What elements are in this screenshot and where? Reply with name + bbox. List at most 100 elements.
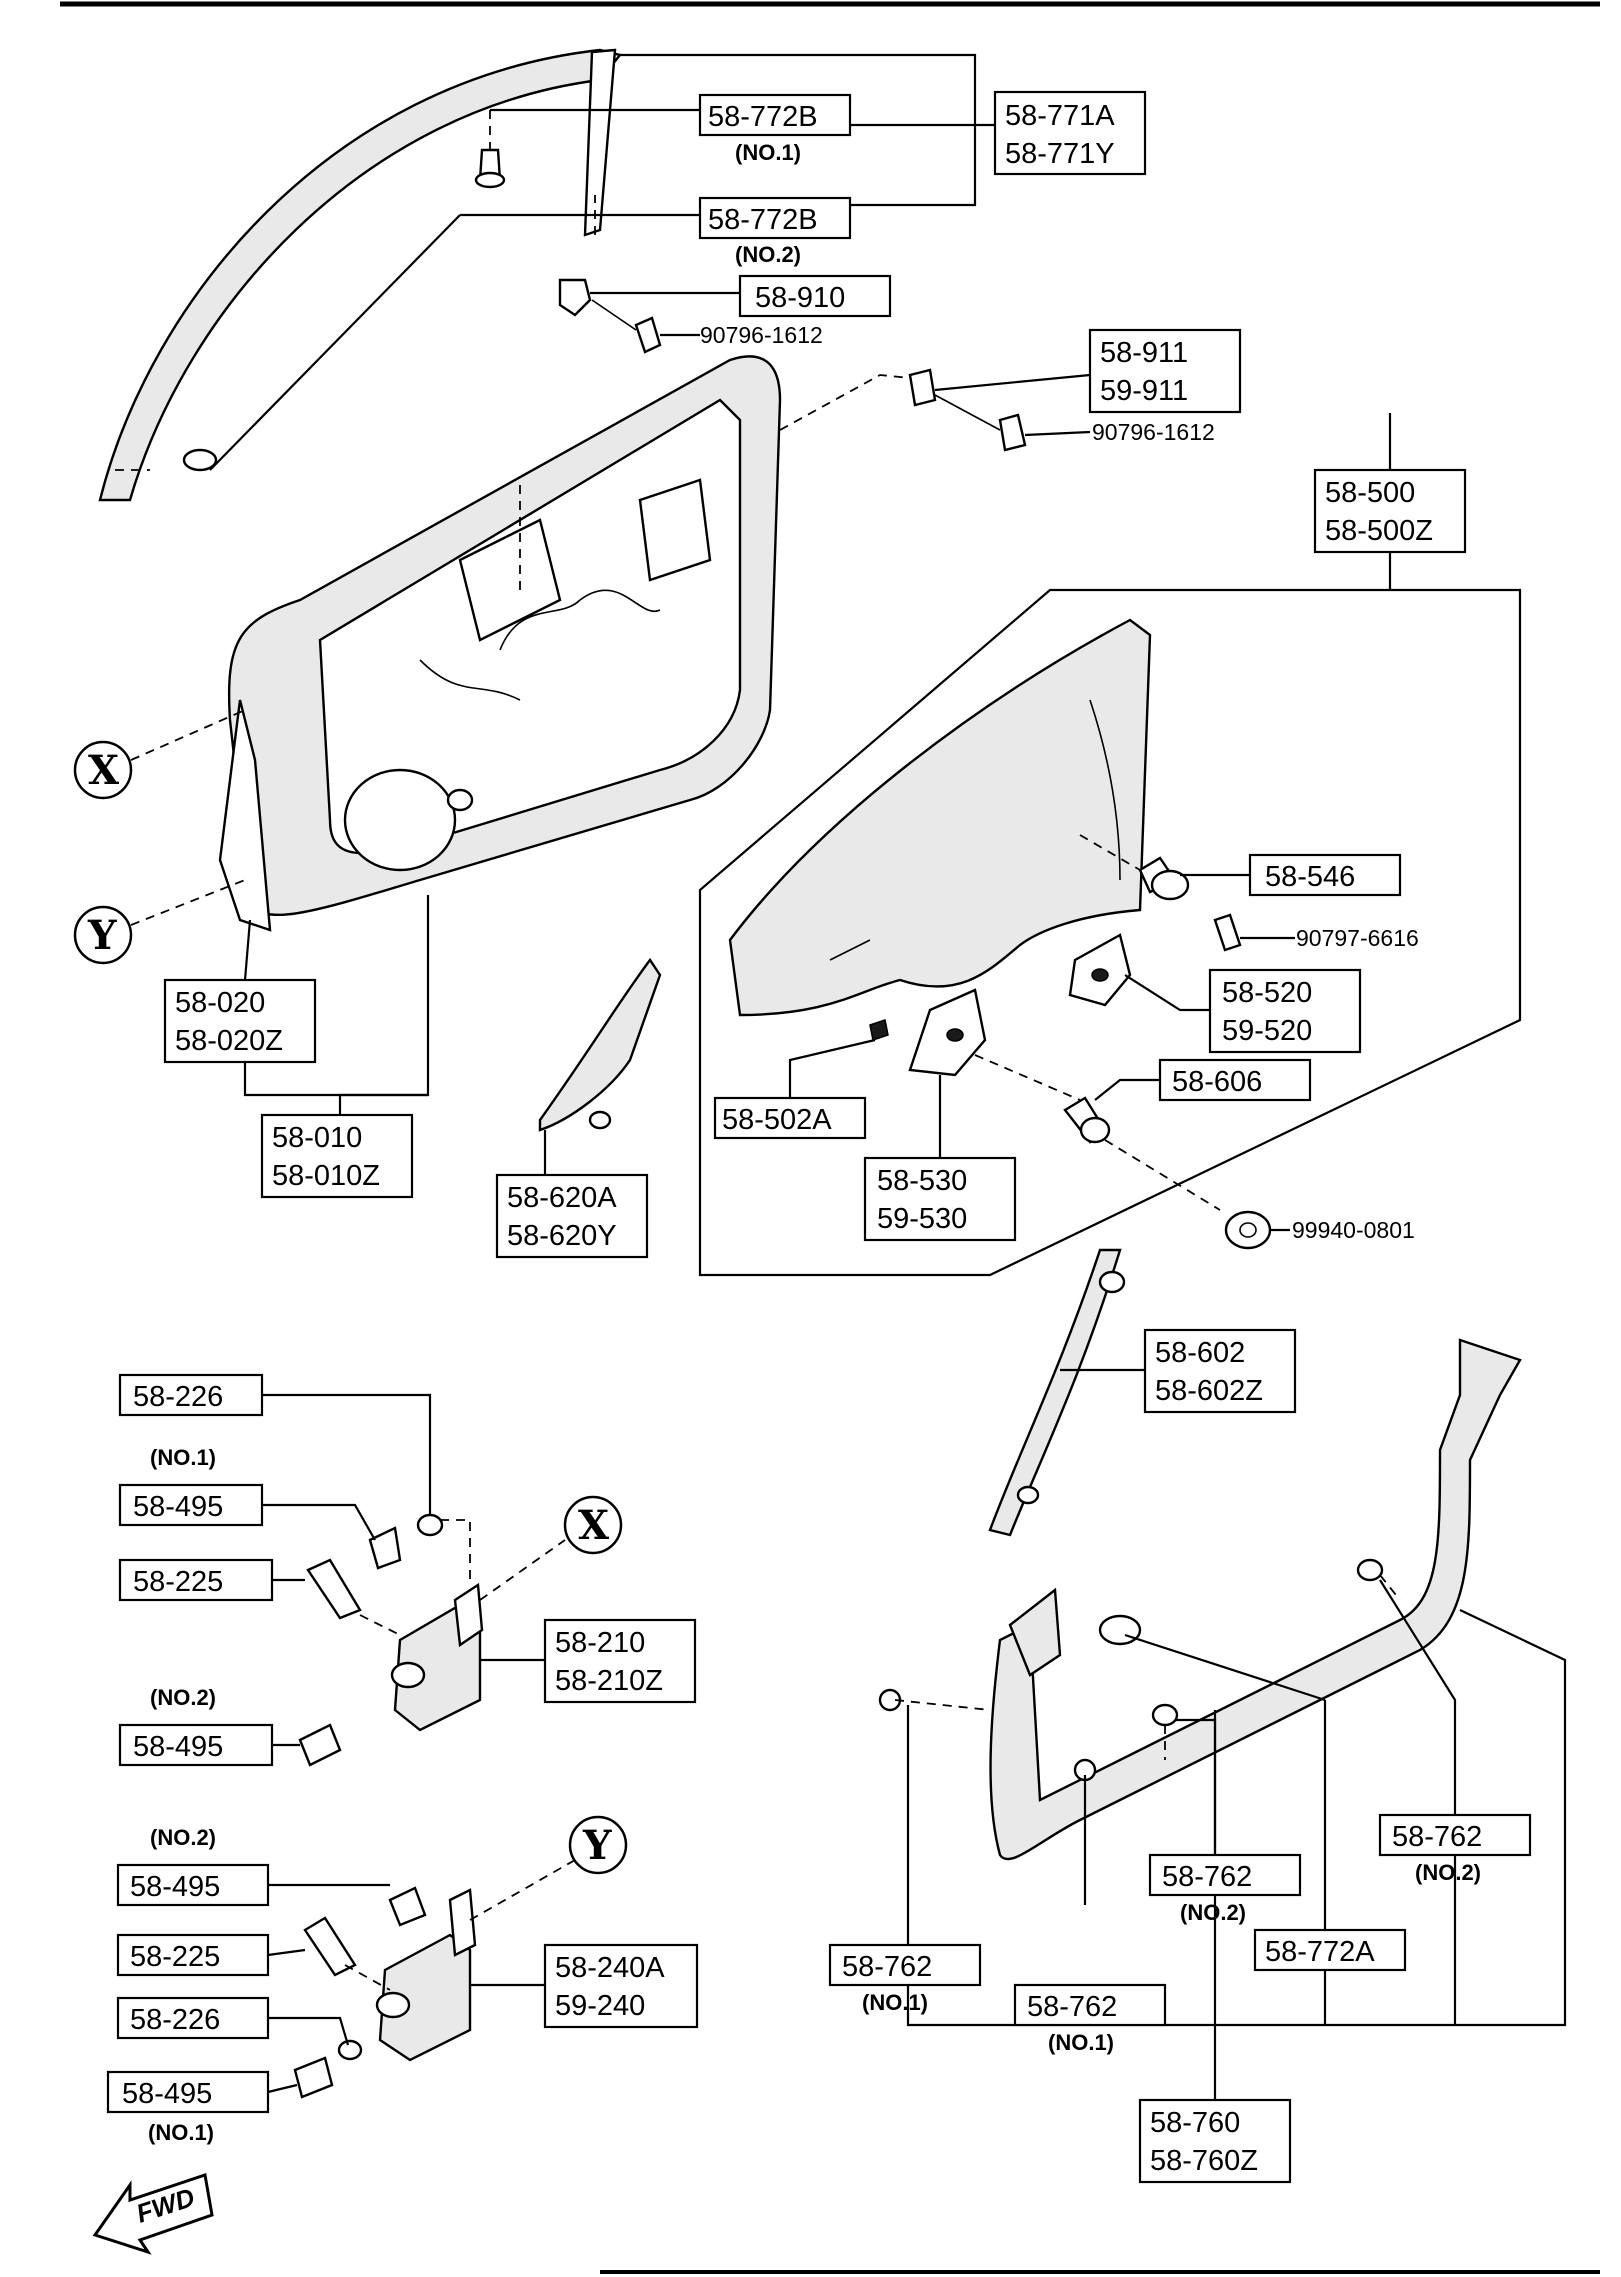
hinge-bolts-y xyxy=(293,1886,427,2099)
label-58-772b-no1: 58-772B xyxy=(708,101,818,133)
label-58-226-b: 58-226 xyxy=(130,2004,220,2036)
clip-772b-no1 xyxy=(474,148,506,189)
clamp-58-520 xyxy=(1068,933,1132,1007)
label-box-58-606 xyxy=(1158,1058,1312,1102)
fwd-arrow-icon: FWD xyxy=(92,2173,214,2255)
svg-text:Y: Y xyxy=(87,912,117,959)
label-58-910: 58-910 xyxy=(755,282,845,314)
label-58-225-b: 58-225 xyxy=(130,1941,220,1973)
label-58-520: 58-520 xyxy=(1222,977,1312,1009)
label-90796-1612-a: 90796-1612 xyxy=(700,322,823,348)
label-58-606: 58-606 xyxy=(1172,1066,1262,1098)
hinge-bolts-x xyxy=(298,1513,444,1767)
stopper-58-546 xyxy=(1138,856,1242,952)
note-58-762-c: (NO.1) xyxy=(862,1990,928,2015)
label-58-620y: 58-620Y xyxy=(507,1220,617,1252)
label-box-58-620 xyxy=(495,1173,649,1259)
label-box-58-210 xyxy=(543,1618,697,1704)
label-58-762-a: 58-762 xyxy=(1392,1821,1482,1853)
label-59-520: 59-520 xyxy=(1222,1015,1312,1047)
label-box-58-500 xyxy=(1313,468,1467,554)
label-box-58-495-b xyxy=(118,1723,274,1767)
label-box-58-760 xyxy=(1138,2098,1292,2184)
clamp-58-530 xyxy=(908,988,987,1077)
label-58-010z: 58-010Z xyxy=(272,1160,380,1192)
label-box-58-225-b xyxy=(116,1933,270,1977)
note-58-762-d: (NO.1) xyxy=(1048,2030,1114,2055)
label-box-58-226-a xyxy=(118,1373,264,1417)
note-58-762-b: (NO.2) xyxy=(1180,1900,1246,1925)
label-58-620a: 58-620A xyxy=(507,1182,617,1214)
door-glass xyxy=(728,618,1152,1017)
label-box-58-240 xyxy=(543,1943,699,2029)
label-box-58-772b-no1 xyxy=(698,93,852,137)
label-90796-1612-b: 90796-1612 xyxy=(1092,419,1215,445)
note-58-772b-no2: (NO.2) xyxy=(735,242,801,267)
label-box-58-020 xyxy=(163,978,317,1064)
label-58-210: 58-210 xyxy=(555,1627,645,1659)
label-58-772a: 58-772A xyxy=(1265,1936,1375,1968)
label-58-771a: 58-771A xyxy=(1005,100,1115,132)
nut-99940-0801 xyxy=(1224,1210,1272,1250)
note-58-772b-no1: (NO.1) xyxy=(735,140,801,165)
svg-text:X: X xyxy=(88,747,119,794)
label-59-911: 59-911 xyxy=(1100,375,1188,407)
label-58-762-b: 58-762 xyxy=(1162,1861,1252,1893)
label-box-58-771 xyxy=(993,90,1147,176)
svg-text:Y: Y xyxy=(582,1822,612,1869)
label-box-58-762-b xyxy=(1148,1853,1302,1897)
label-58-225-a: 58-225 xyxy=(133,1566,223,1598)
label-58-495-d: 58-495 xyxy=(122,2078,212,2110)
label-box-58-772a xyxy=(1253,1928,1407,1972)
label-box-58-502a xyxy=(713,1096,867,1140)
label-58-500: 58-500 xyxy=(1325,477,1415,509)
note-58-495-c: (NO.2) xyxy=(150,1825,216,1850)
ref-circle-y-upper: Y xyxy=(73,905,133,965)
door-weatherstrip-58-760 xyxy=(989,1338,1522,1861)
label-58-762-c: 58-762 xyxy=(842,1951,932,1983)
label-58-495-c: 58-495 xyxy=(130,1871,220,1903)
label-59-530: 59-530 xyxy=(877,1203,967,1235)
label-box-58-495-d xyxy=(106,2070,270,2114)
label-box-58-910 xyxy=(738,274,892,318)
label-box-58-602 xyxy=(1143,1328,1297,1414)
label-58-760: 58-760 xyxy=(1150,2107,1240,2139)
label-58-495-a: 58-495 xyxy=(133,1491,223,1523)
label-box-58-530 xyxy=(863,1156,1017,1242)
label-58-502a: 58-502A xyxy=(722,1104,832,1136)
cover-58-620 xyxy=(538,957,662,1132)
label-box-58-225-a xyxy=(118,1558,274,1602)
note-58-495-d: (NO.1) xyxy=(148,2120,214,2145)
label-58-226-a: 58-226 xyxy=(133,1381,223,1413)
door-inner-panel xyxy=(218,355,782,932)
label-58-500z: 58-500Z xyxy=(1325,515,1433,547)
label-58-530: 58-530 xyxy=(877,1165,967,1197)
label-box-58-762-d xyxy=(1013,1983,1167,2027)
glass-guide-58-602 xyxy=(988,1248,1126,1537)
label-58-602: 58-602 xyxy=(1155,1337,1245,1369)
label-box-58-495-a xyxy=(118,1483,264,1527)
label-90797-6616: 90797-6616 xyxy=(1296,925,1419,951)
label-58-771y: 58-771Y xyxy=(1005,138,1115,170)
bracket-58-911 xyxy=(908,368,1027,452)
label-box-58-495-c xyxy=(116,1863,270,1907)
note-58-762-a: (NO.2) xyxy=(1415,1860,1481,1885)
label-box-58-010 xyxy=(260,1113,414,1199)
label-box-58-911 xyxy=(1088,328,1242,414)
label-99940-0801: 99940-0801 xyxy=(1292,1217,1415,1243)
label-box-58-772b-no2 xyxy=(698,196,852,240)
label-58-495-b: 58-495 xyxy=(133,1731,223,1763)
label-59-240: 59-240 xyxy=(555,1990,645,2022)
label-58-240a: 58-240A xyxy=(555,1952,665,1984)
svg-text:X: X xyxy=(578,1502,609,1549)
ref-circle-x-lower: X xyxy=(563,1495,623,1555)
label-box-58-762-a xyxy=(1378,1813,1532,1857)
label-58-020z: 58-020Z xyxy=(175,1025,283,1057)
ref-circle-x-upper: X xyxy=(73,740,133,800)
ref-circle-y-lower: Y xyxy=(568,1815,628,1875)
hinge-58-240 xyxy=(375,1888,477,2062)
leader-lines xyxy=(209,53,1567,2100)
bracket-58-910 xyxy=(558,278,662,354)
label-box-58-226-b xyxy=(116,1996,270,2040)
